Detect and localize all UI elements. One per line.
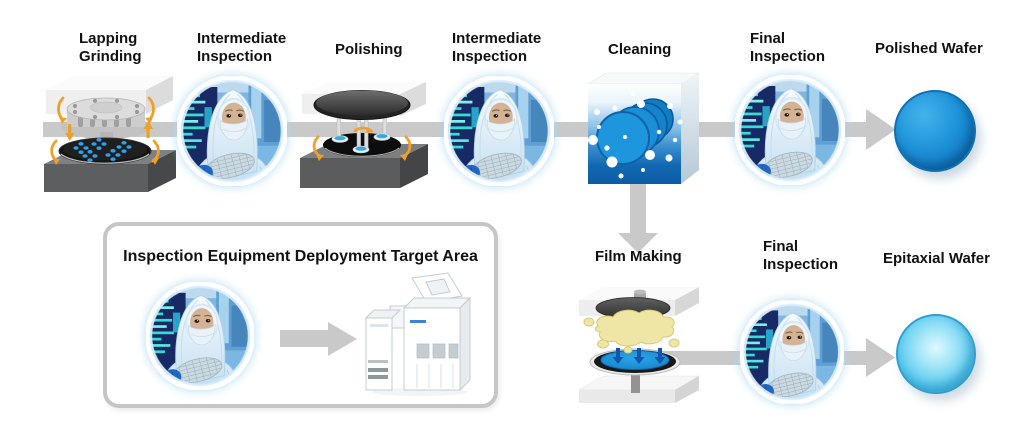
polished-wafer-icon	[894, 90, 976, 172]
deposition-arrows-icon	[612, 348, 666, 364]
film-making-machine-icon	[578, 287, 700, 403]
film-material-blob	[583, 309, 680, 354]
polishing-machine-icon	[300, 82, 428, 188]
label-lapping-grinding: Lapping Grinding	[79, 30, 142, 65]
target-area-box: Inspection Equipment Deployment Target A…	[103, 222, 498, 408]
label-cleaning: Cleaning	[608, 41, 672, 58]
label-film-making: Film Making	[595, 248, 682, 265]
label-epitaxial-wafer: Epitaxial Wafer	[883, 250, 990, 267]
branch-down-arrowhead-icon	[618, 233, 658, 253]
inspection-equipment-icon	[364, 272, 472, 396]
label-final-inspection-bottom: Final Inspection	[763, 238, 839, 273]
label-intermediate-inspection-1: Intermediate Inspection	[197, 30, 287, 65]
equipment-logo	[410, 320, 426, 323]
inspector-photo-icon	[735, 75, 845, 185]
wafer-dots	[73, 138, 132, 162]
inspector-photo-icon	[740, 300, 844, 404]
target-area-arrow-shaft	[280, 330, 330, 347]
branch-down-arrow-shaft	[630, 183, 646, 234]
label-polished-wafer: Polished Wafer	[875, 40, 983, 57]
wafer-carriers	[331, 133, 391, 154]
bottom-flow-arrowhead-icon	[866, 338, 895, 377]
target-area-title: Inspection Equipment Deployment Target A…	[123, 248, 478, 265]
epitaxial-wafer-icon	[896, 314, 976, 394]
top-flow-arrowhead-icon	[866, 109, 896, 150]
wafer-stack	[596, 98, 674, 165]
bubbles	[588, 92, 683, 179]
inspector-photo-icon	[146, 282, 254, 390]
inspector-photo-icon	[177, 76, 287, 186]
label-intermediate-inspection-2: Intermediate Inspection	[452, 30, 542, 65]
inspector-photo-icon	[444, 76, 554, 186]
target-area-arrowhead-icon	[328, 322, 357, 356]
cleaning-tank-icon	[586, 72, 701, 184]
label-polishing: Polishing	[335, 41, 403, 58]
lapping-grinding-machine-icon	[44, 76, 176, 192]
label-final-inspection-top: Final Inspection	[750, 30, 826, 65]
